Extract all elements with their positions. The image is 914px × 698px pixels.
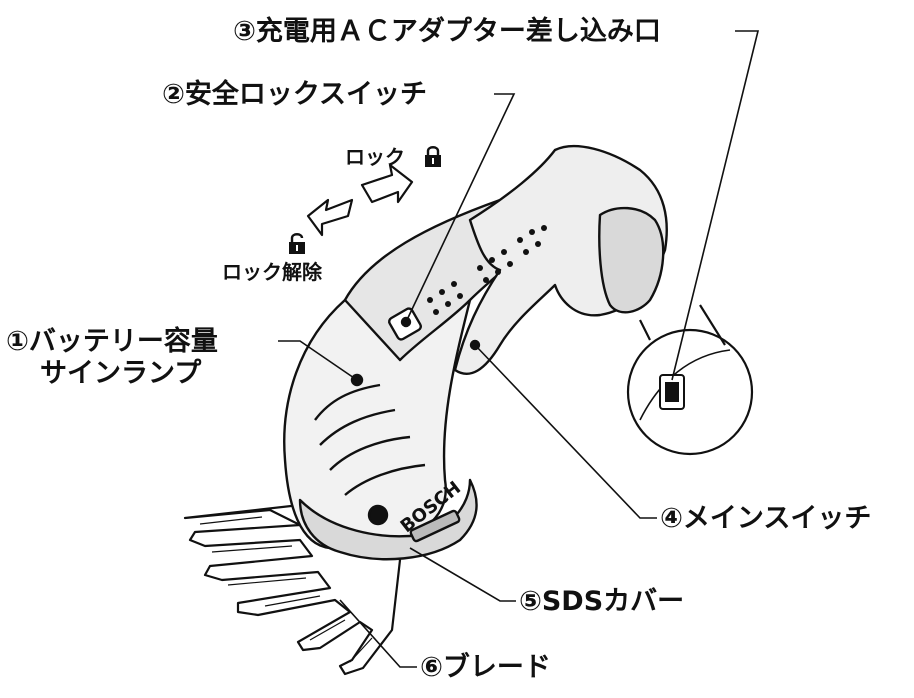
lock-arrow xyxy=(360,163,414,204)
ac-port-detail xyxy=(626,304,754,456)
label-lock: ロック xyxy=(345,145,405,169)
lock-direction-arrows xyxy=(306,163,414,237)
label-safety-lock: ②安全ロックスイッチ xyxy=(162,79,428,110)
label-battery-lamp-line1: ①バッテリー容量 xyxy=(6,326,218,357)
label-battery-lamp-line2: サインランプ xyxy=(40,358,202,389)
label-main-switch: ④メインスイッチ xyxy=(660,503,872,534)
lock-icon xyxy=(425,146,441,167)
leader-lines xyxy=(278,30,760,668)
unlock-icon xyxy=(289,233,305,254)
label-ac-port: ③充電用ＡＣアダプター差し込み口 xyxy=(233,16,661,47)
body-drawing xyxy=(283,144,668,561)
label-unlock: ロック解除 xyxy=(222,260,322,284)
label-sds-cover: ⑤SDSカバー xyxy=(519,586,685,617)
unlock-arrow xyxy=(306,198,354,237)
label-blade: ⑥ブレード xyxy=(420,652,551,683)
